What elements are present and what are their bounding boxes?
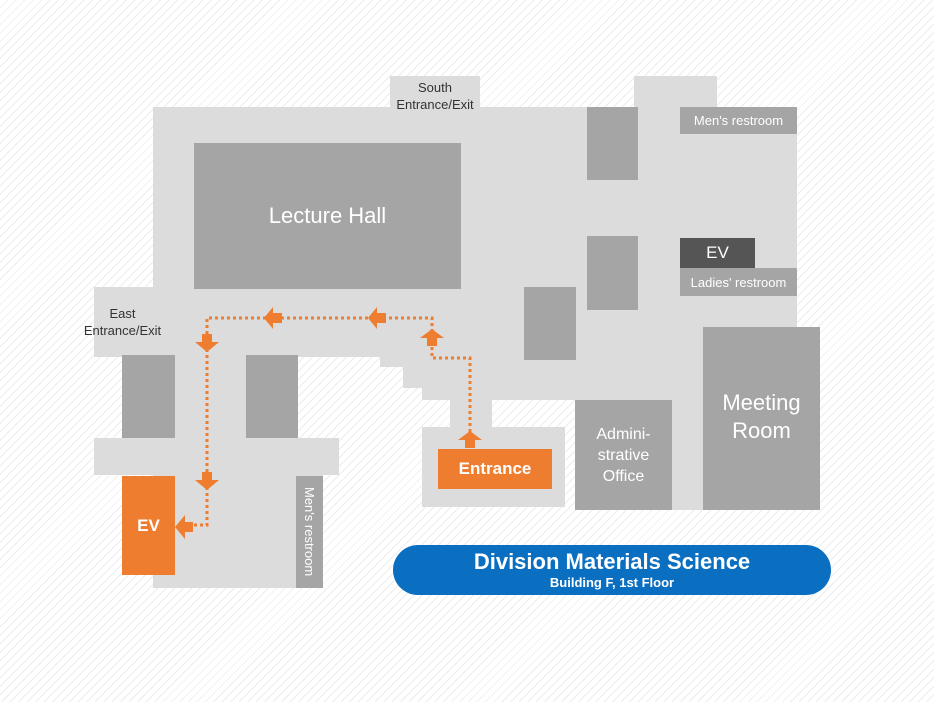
ev-label: EV [706,243,729,262]
mens-restroom-west: Men's restroom [296,476,323,588]
arrow-down-icon [195,334,219,352]
ev-label: EV [137,515,160,535]
mens-restroom-label: Men's restroom [302,487,317,577]
elevator-destination: EV [122,476,175,575]
ladies-restroom: Ladies' restroom [680,268,797,296]
floor-corridor [94,438,339,475]
lecture-hall-label: Lecture Hall [268,203,387,228]
entrance-label: Entrance [458,459,532,478]
arrow-left-icon [368,307,386,329]
banner-title: Division Materials Science [473,549,751,574]
room-block [587,107,638,180]
admin-label: Admini- [596,425,651,443]
floor-passage [672,300,703,510]
mens-restroom-label: Men's restroom [693,113,784,128]
meeting-room: Meeting Room [703,327,820,510]
meeting-room-label: Room [732,418,791,443]
floor-passage [175,350,246,450]
arrow-left-icon [175,515,193,539]
administrative-office: Admini- strative Office [575,400,672,510]
floor-north-tab [634,76,717,111]
room-block [246,355,298,438]
admin-label: strative [597,446,650,464]
entrance[interactable]: Entrance [438,449,552,489]
ladies-restroom-label: Ladies' restroom [690,274,787,290]
admin-label: Office [602,467,645,485]
elevator-north: EV [680,238,755,268]
room-block [587,236,638,310]
south-exit-area [390,76,480,111]
banner-subtitle: Building F, 1st Floor [549,575,675,590]
arrow-down-icon [195,472,219,490]
room-block [122,355,175,438]
lecture-hall: Lecture Hall [194,143,461,289]
arrow-up-icon [458,431,482,448]
building-banner: Division Materials Science Building F, 1… [393,545,831,595]
room-block [524,287,576,360]
meeting-room-label: Meeting [722,390,801,415]
arrow-left-icon [264,307,282,329]
arrow-up-icon [420,329,444,346]
mens-restroom-north: Men's restroom [680,107,797,134]
east-exit-area [94,287,174,357]
